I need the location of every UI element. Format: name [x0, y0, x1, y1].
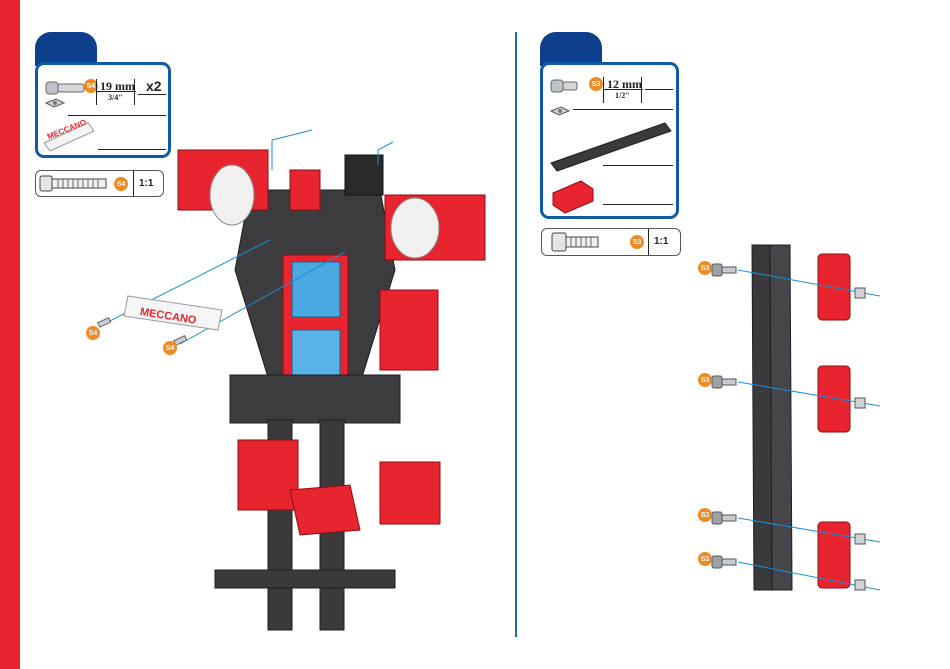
callout-bolt-badge: S3 — [698, 261, 712, 275]
callout-bolt-badge: S3 — [698, 508, 712, 522]
bolts — [712, 264, 736, 568]
callout-bolt-badge: S3 — [698, 373, 712, 387]
square-nuts — [855, 288, 865, 590]
red-brackets — [818, 254, 850, 588]
double-strip — [752, 245, 792, 590]
callout-bolt-badge: S3 — [698, 552, 712, 566]
